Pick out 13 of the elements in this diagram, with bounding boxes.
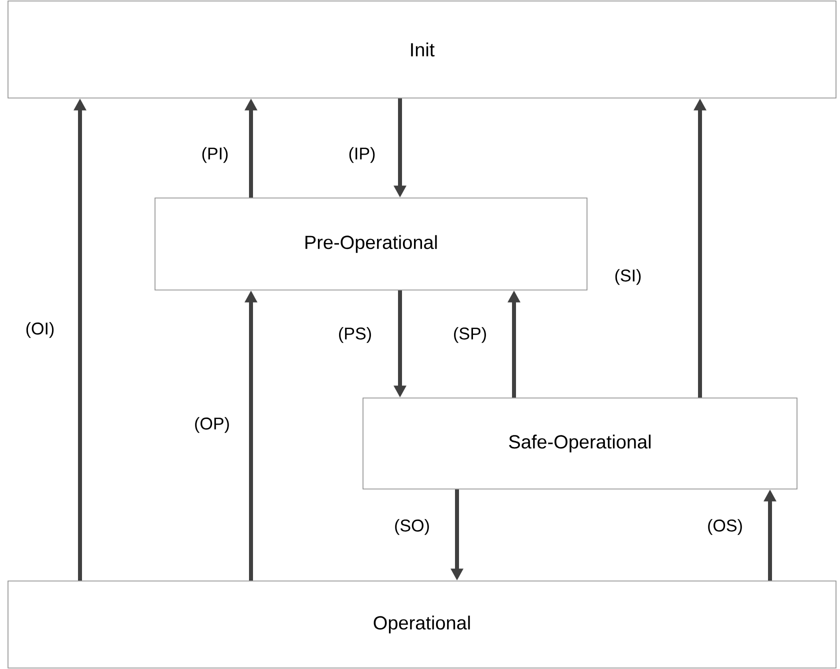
edge-label: (SP): [454, 327, 486, 343]
state-box: Init: [8, 0, 836, 98]
edge-label: (PI): [202, 147, 228, 163]
edge-label: (PS): [339, 327, 371, 343]
edge-label: (IP): [349, 147, 375, 163]
state-box: Pre-Operational: [154, 198, 588, 290]
edge-label: (SI): [615, 269, 641, 285]
edge-label: (OI): [26, 322, 54, 338]
edge-label: (OP): [195, 417, 229, 433]
state-box: Operational: [8, 580, 836, 668]
edge-label: (SO): [395, 519, 429, 535]
state-box: Safe-Operational: [362, 398, 798, 490]
edge-label: (OS): [708, 519, 742, 535]
